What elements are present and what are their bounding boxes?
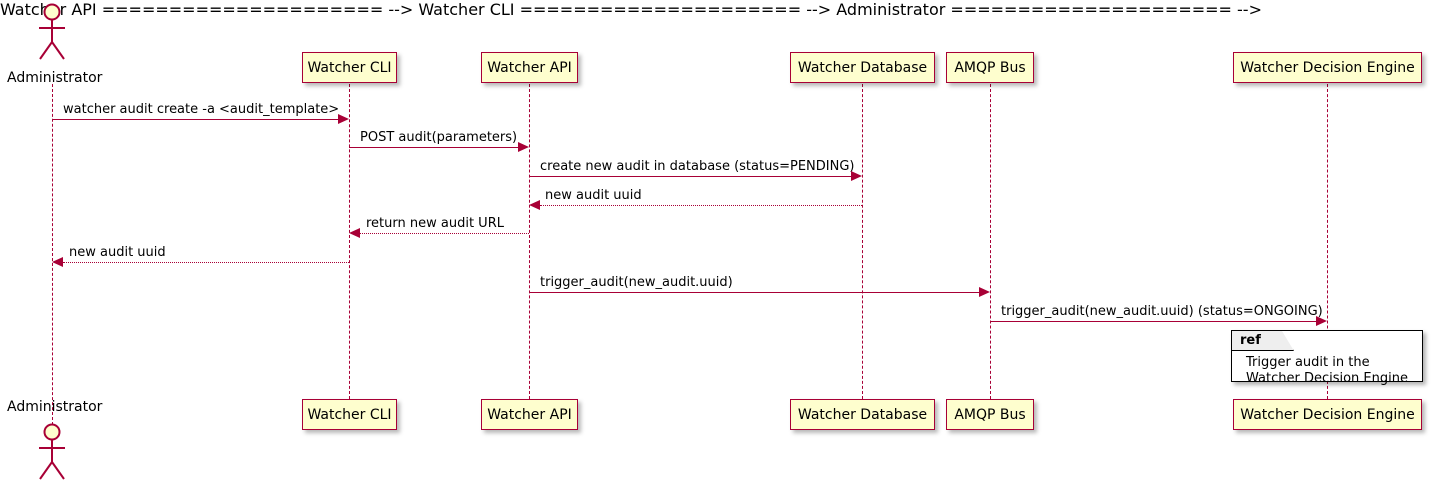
participant-label: AMQP Bus bbox=[954, 59, 1026, 76]
message-arrowhead-4 bbox=[529, 200, 540, 210]
actor-figure-icon bbox=[39, 3, 65, 60]
ref-fragment-trigger-audit[interactable]: ref Trigger audit in the Watcher Decisio… bbox=[1231, 330, 1423, 386]
message-label-4: new audit uuid bbox=[545, 188, 642, 203]
message-line-6 bbox=[63, 262, 349, 263]
participant-label: Watcher Decision Engine bbox=[1240, 406, 1415, 423]
message-label-1: watcher audit create -a <audit_template> bbox=[63, 102, 340, 117]
message-arrowhead-7 bbox=[979, 287, 990, 297]
message-line-4 bbox=[540, 205, 862, 206]
message-line-7 bbox=[529, 292, 979, 293]
message-label-2: POST audit(parameters) bbox=[360, 130, 518, 145]
message-arrowhead-1 bbox=[338, 114, 349, 124]
participant-watcher-cli-bottom[interactable]: Watcher CLI bbox=[302, 399, 397, 430]
lifeline-watcher-api bbox=[529, 84, 530, 399]
participant-watcher-cli-top[interactable]: Watcher CLI bbox=[302, 52, 397, 83]
message-arrowhead-5 bbox=[349, 228, 360, 238]
lifeline-watcher-database bbox=[862, 84, 863, 399]
message-label-3: create new audit in database (status=PEN… bbox=[540, 159, 855, 174]
ref-tab-corner-icon bbox=[1282, 331, 1294, 351]
message-label-6: new audit uuid bbox=[69, 245, 166, 260]
participant-watcher-database-bottom[interactable]: Watcher Database bbox=[790, 399, 935, 430]
message-arrowhead-6 bbox=[52, 257, 63, 267]
actor-administrator-top bbox=[31, 2, 73, 62]
participant-label: Watcher Decision Engine bbox=[1240, 59, 1415, 76]
participant-watcher-decision-engine-bottom[interactable]: Watcher Decision Engine bbox=[1233, 399, 1422, 430]
participant-amqp-bus-bottom[interactable]: AMQP Bus bbox=[946, 399, 1034, 430]
actor-administrator-bottom bbox=[31, 422, 73, 482]
ref-fragment-tab-label: ref bbox=[1240, 333, 1261, 348]
message-line-5 bbox=[360, 233, 529, 234]
message-line-2 bbox=[349, 147, 518, 148]
participant-label: Watcher Database bbox=[797, 406, 928, 423]
participant-label: Watcher CLI bbox=[307, 406, 392, 423]
participant-label: Watcher Database bbox=[797, 59, 928, 76]
actor-label-administrator-bottom: Administrator bbox=[7, 399, 103, 415]
message-line-8 bbox=[990, 321, 1316, 322]
message-arrowhead-2 bbox=[518, 142, 529, 152]
message-label-5: return new audit URL bbox=[366, 216, 504, 231]
actor-figure-icon bbox=[39, 423, 65, 480]
participant-watcher-api-top[interactable]: Watcher API bbox=[481, 52, 578, 83]
message-label-8: trigger_audit(new_audit.uuid) (status=ON… bbox=[1001, 304, 1323, 319]
ref-fragment-body: Trigger audit in the Watcher Decision En… bbox=[1246, 355, 1408, 386]
lifeline-watcher-decision-engine bbox=[1327, 84, 1328, 399]
participant-amqp-bus-top[interactable]: AMQP Bus bbox=[946, 52, 1034, 83]
participant-label: AMQP Bus bbox=[954, 406, 1026, 423]
actor-label-administrator-top: Administrator bbox=[7, 70, 103, 86]
participant-watcher-database-top[interactable]: Watcher Database bbox=[790, 52, 935, 83]
participant-watcher-api-bottom[interactable]: Watcher API bbox=[481, 399, 578, 430]
participant-label: Watcher CLI bbox=[307, 59, 392, 76]
participant-watcher-decision-engine-top[interactable]: Watcher Decision Engine bbox=[1233, 52, 1422, 83]
message-label-7: trigger_audit(new_audit.uuid) bbox=[540, 275, 733, 290]
message-line-3 bbox=[529, 176, 851, 177]
lifeline-administrator bbox=[52, 84, 53, 425]
message-arrowhead-8 bbox=[1316, 316, 1327, 326]
ref-fragment-tab: ref bbox=[1232, 331, 1294, 351]
message-line-1 bbox=[52, 119, 338, 120]
participant-label: Watcher API bbox=[487, 59, 572, 76]
message-arrowhead-3 bbox=[851, 171, 862, 181]
participant-label: Watcher API bbox=[487, 406, 572, 423]
lifeline-amqp-bus bbox=[990, 84, 991, 399]
lifeline-watcher-cli bbox=[349, 84, 350, 399]
